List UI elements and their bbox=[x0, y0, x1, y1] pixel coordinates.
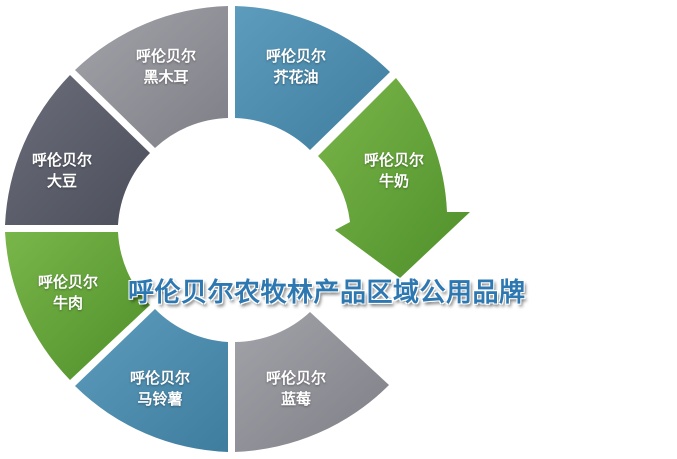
segment-label-line2: 大豆 bbox=[46, 172, 77, 190]
segment-label-blueberry: 呼伦贝尔 蓝莓 bbox=[241, 368, 351, 410]
segment-label-line2: 蓝莓 bbox=[280, 390, 311, 408]
segment-label-line2: 芥花油 bbox=[273, 68, 319, 86]
segment-label-line1: 呼伦贝尔 bbox=[129, 369, 190, 387]
segment-label-milk: 呼伦贝尔 牛奶 bbox=[339, 150, 449, 192]
segment-4 bbox=[5, 232, 150, 380]
segment-label-line2: 马铃薯 bbox=[137, 390, 183, 408]
segment-label-potato: 呼伦贝尔 马铃薯 bbox=[105, 368, 215, 410]
segment-0 bbox=[235, 6, 390, 150]
segment-label-beef: 呼伦贝尔 牛肉 bbox=[13, 272, 123, 314]
segment-2 bbox=[235, 312, 389, 452]
segment-3 bbox=[75, 309, 228, 452]
segment-label-line1: 呼伦贝尔 bbox=[31, 151, 92, 169]
segment-label-line1: 呼伦贝尔 bbox=[265, 369, 326, 387]
segment-label-line2: 牛肉 bbox=[52, 294, 83, 312]
segment-5 bbox=[5, 75, 150, 225]
segment-label-soybean: 呼伦贝尔 大豆 bbox=[7, 150, 117, 192]
segment-label-line1: 呼伦贝尔 bbox=[363, 151, 424, 169]
segment-label-line2: 牛奶 bbox=[378, 172, 409, 190]
segment-1-arrow bbox=[318, 78, 470, 278]
segment-label-canola-oil: 呼伦贝尔 芥花油 bbox=[241, 46, 351, 88]
diagram-title: 呼伦贝尔农牧林产品区域公用品牌 bbox=[128, 278, 526, 308]
segment-label-line1: 呼伦贝尔 bbox=[135, 47, 196, 65]
segment-label-black-fungus: 呼伦贝尔 黑木耳 bbox=[111, 46, 221, 88]
segment-label-line2: 黑木耳 bbox=[143, 68, 189, 86]
segment-label-line1: 呼伦贝尔 bbox=[37, 273, 98, 291]
segment-label-line1: 呼伦贝尔 bbox=[265, 47, 326, 65]
segment-6 bbox=[75, 6, 228, 148]
